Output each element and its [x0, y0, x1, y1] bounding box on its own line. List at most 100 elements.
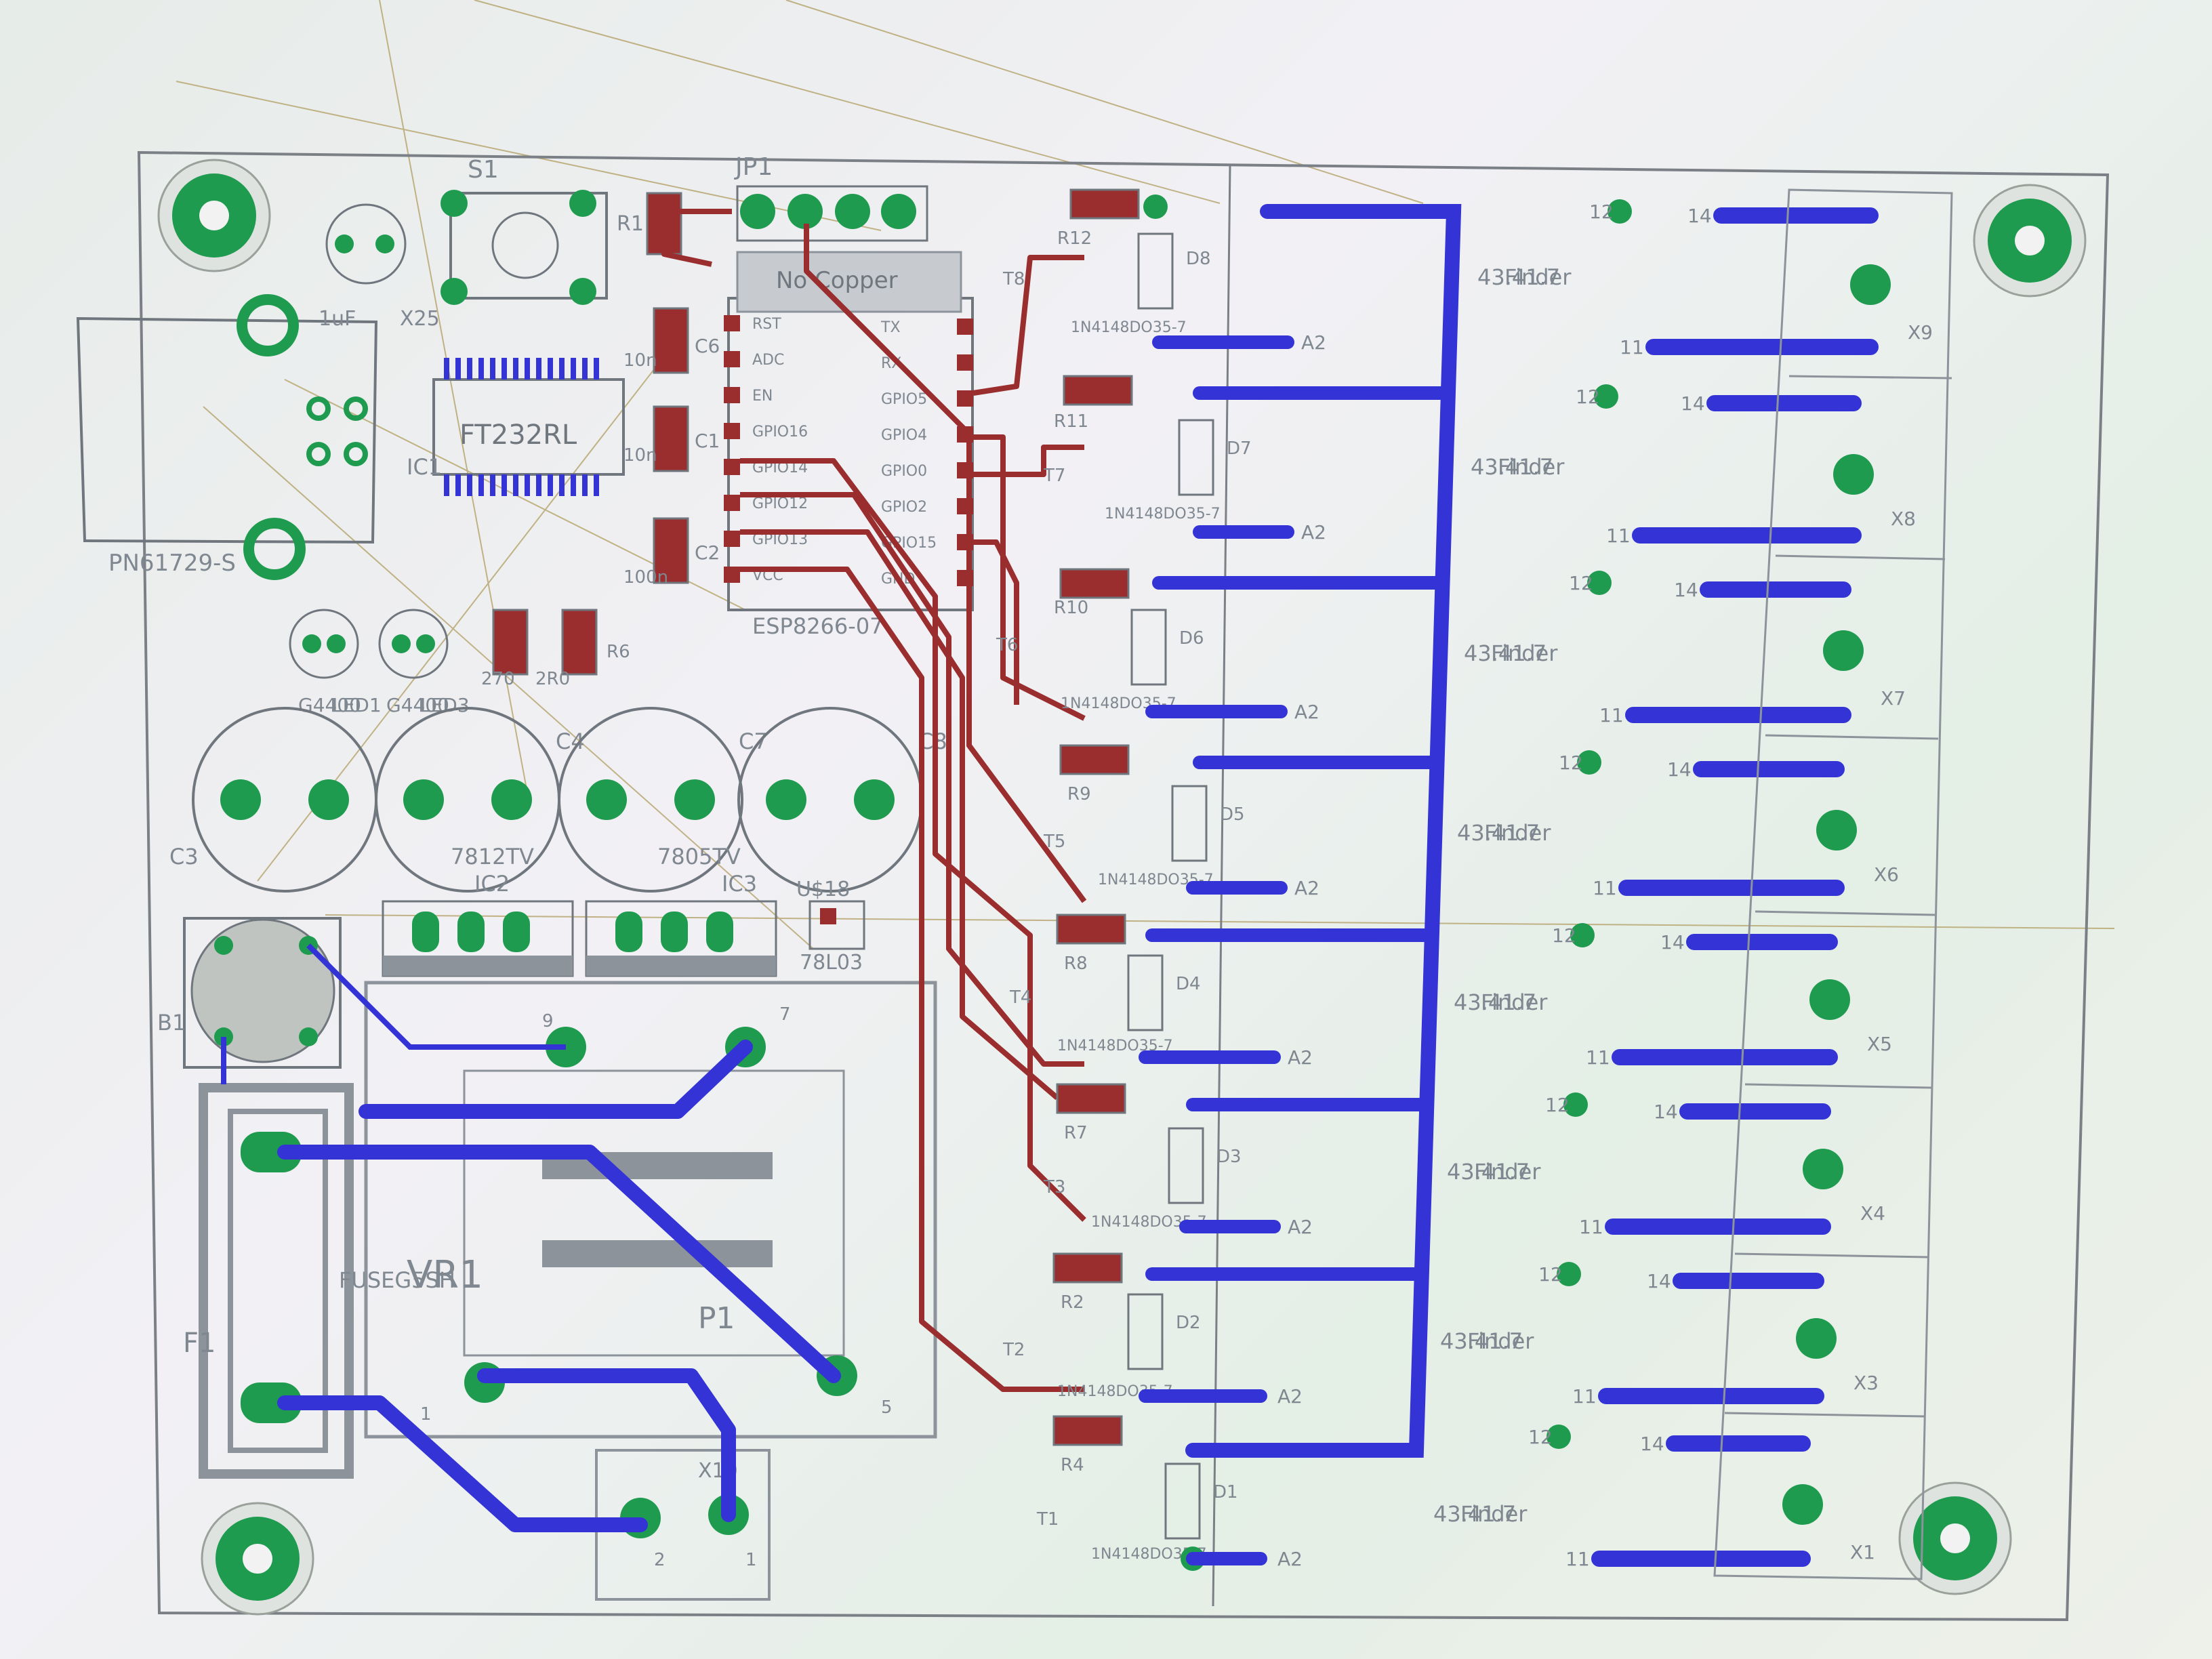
ft232rl-chip[interactable]: FT232RL IC1 — [407, 358, 625, 496]
relay-x9-part: 43.41.7 — [1477, 264, 1560, 290]
transformer-pin-5: 5 — [881, 1397, 893, 1418]
relay-x4-brand: Finder — [1474, 1159, 1541, 1185]
relay-channel-x3[interactable]: R2 T2 D2 1N4148DO35-7 A2 43.41.7 Finder … — [1002, 1252, 1879, 1408]
relay-x6-diode: D5 — [1220, 804, 1245, 825]
potentiometer-label: P1 — [698, 1301, 735, 1336]
relay-channel-x6[interactable]: R9 T5 D5 1N4148DO35-7 A2 43.41.7 Finder … — [1043, 744, 1899, 899]
esp-pin-gpio12: GPIO12 — [752, 495, 808, 512]
relay-x1-com: 11 — [1565, 1548, 1590, 1570]
relay-x9-no: 12 — [1589, 201, 1614, 223]
x10-pin-2: 2 — [654, 1550, 665, 1570]
electrolytic-caps[interactable]: C3 C4 C7 C8 — [169, 707, 947, 893]
resistor-r1-label: R1 — [617, 212, 644, 236]
relay-x9-nc: 14 — [1687, 205, 1712, 227]
regulators[interactable]: 7812TV IC2 7805TV IC3 U$18 78L03 — [382, 844, 865, 977]
transformer-pin-1: 1 — [420, 1404, 432, 1425]
relay-x4-part: 43.41.7 — [1447, 1159, 1530, 1185]
crystal-x25-label: X25 — [400, 307, 440, 331]
transformer-label: VR1 — [407, 1253, 483, 1297]
cap-c1-label: C1 — [695, 430, 720, 452]
relay-x7-com: 11 — [1599, 704, 1624, 726]
esp-pin-tx: TX — [880, 319, 901, 336]
relay-x7-diode: D6 — [1179, 628, 1204, 649]
relay-x3-resistor: R2 — [1061, 1292, 1084, 1313]
relay-x5-label: X5 — [1867, 1033, 1892, 1055]
fuse-f1-label: F1 — [183, 1328, 216, 1359]
relay-x1-resistor: R4 — [1061, 1455, 1084, 1475]
switch-s1-label: S1 — [468, 156, 499, 184]
relay-channel-x8[interactable]: R11 T7 D7 1N4148DO35-7 A2 43.41.7 Finder… — [1043, 375, 1916, 547]
relay-x5-no: 12 — [1552, 924, 1576, 947]
bridge-rectifier-b1[interactable]: B1 — [157, 917, 342, 1069]
relay-x4-transistor: T3 — [1043, 1177, 1065, 1197]
relay-channel-x7[interactable]: R10 T6 D6 1N4148DO35-7 A2 43.41.7 Finder… — [996, 568, 1906, 726]
usb-connector[interactable]: PN61729-S — [76, 294, 378, 580]
relay-x5-nc: 14 — [1660, 931, 1685, 954]
relay-x5-diode: D4 — [1176, 974, 1201, 994]
relay-x9-brand: Finder — [1504, 264, 1572, 290]
relay-x8-no: 12 — [1576, 386, 1600, 408]
bridge-b1-label: B1 — [157, 1010, 186, 1036]
relay-x9-resistor: R12 — [1057, 228, 1092, 249]
cap-c3-label: C3 — [169, 844, 199, 869]
relay-x8-diode-part: 1N4148DO35-7 — [1105, 506, 1221, 523]
resistor-r5-value: 270 — [481, 669, 515, 689]
esp-pin-adc: ADC — [752, 352, 784, 369]
mounting-hole-top-left — [157, 159, 271, 272]
relay-footprint-frames — [1713, 188, 1953, 1580]
transformer-pin-7: 7 — [779, 1004, 791, 1025]
relay-x4-label: X4 — [1860, 1202, 1885, 1225]
relay-x1-diode: D1 — [1213, 1482, 1238, 1502]
relay-channel-x1[interactable]: R4 T1 D1 1N4148DO35-7 A2 43.41.7 Finder … — [1036, 1415, 1875, 1571]
relay-x3-nc: 14 — [1647, 1270, 1671, 1292]
ic3-label: IC3 — [722, 871, 757, 897]
relay-x8-label: X8 — [1891, 508, 1916, 530]
resistors-r5-r6[interactable]: 270 R6 2R0 — [481, 609, 630, 689]
cap-c6-label: C6 — [695, 335, 720, 357]
jumper-jp1-label: JP1 — [734, 153, 773, 181]
led1-part: G4400 — [298, 694, 361, 716]
leds[interactable]: LED1 G4400 LED3 G4400 — [289, 609, 470, 716]
switch-s1[interactable]: S1 — [441, 156, 608, 305]
resistor-r1[interactable]: R1 — [617, 192, 682, 255]
relay-x6-label: X6 — [1874, 863, 1899, 886]
relay-x9-label: X9 — [1908, 321, 1933, 344]
relay-x5-resistor: R8 — [1064, 954, 1088, 974]
relay-x6-com: 11 — [1593, 877, 1617, 899]
relay-x6-a2: A2 — [1294, 877, 1319, 899]
relay-x8-brand: Finder — [1498, 454, 1565, 480]
ic2-part-label: 7812TV — [451, 844, 534, 869]
fuse-part-label: FUSEG5SH — [339, 1267, 455, 1293]
relay-x9-diode-part: 1N4148DO35-7 — [1071, 319, 1187, 336]
esp-pin-rst: RST — [752, 316, 781, 333]
jumper-jp1[interactable]: JP1 — [734, 153, 928, 242]
ic2-label: IC2 — [474, 871, 510, 897]
crystal-x25[interactable]: X25 1uF — [319, 203, 440, 331]
relay-bus — [1185, 204, 1462, 1458]
relay-x7-resistor: R10 — [1054, 598, 1088, 618]
signal-traces-blue — [221, 943, 566, 1084]
relay-x7-brand: Finder — [1491, 640, 1558, 666]
relay-x7-nc: 14 — [1674, 579, 1698, 601]
relay-x1-transistor: T1 — [1036, 1509, 1059, 1530]
relay-x7-label: X7 — [1881, 687, 1906, 710]
relay-channel-x5[interactable]: R8 T4 D4 1N4148DO35-7 A2 43.41.7 Finder … — [1009, 914, 1892, 1069]
relay-x6-transistor: T5 — [1043, 832, 1065, 852]
board-outline — [137, 150, 2110, 1622]
relay-x7-a2: A2 — [1294, 701, 1319, 723]
relay-x3-brand: Finder — [1467, 1328, 1534, 1354]
relay-channel-x9[interactable]: R12 T8 D8 1N4148DO35-7 A2 43.41.7 Finder… — [1002, 188, 1933, 359]
fuse-holder-f1[interactable]: F1 FUSEG5SH — [183, 1083, 455, 1479]
smd-caps[interactable]: C6 10n C1 10n C2 100n — [623, 307, 720, 588]
relay-x8-nc: 14 — [1681, 392, 1705, 415]
power-traces — [277, 1040, 841, 1532]
relay-x1-brand: Finder — [1460, 1501, 1528, 1527]
ic3-part-label: 7805TV — [657, 844, 741, 869]
relay-channel-x4[interactable]: R7 T3 D3 1N4148DO35-7 A2 43.41.7 Finder … — [1043, 1083, 1885, 1238]
relay-x4-com: 11 — [1579, 1216, 1603, 1238]
led3-label: LED3 — [420, 694, 470, 716]
relay-x4-nc: 14 — [1654, 1101, 1678, 1123]
relay-x9-transistor: T8 — [1002, 269, 1025, 289]
